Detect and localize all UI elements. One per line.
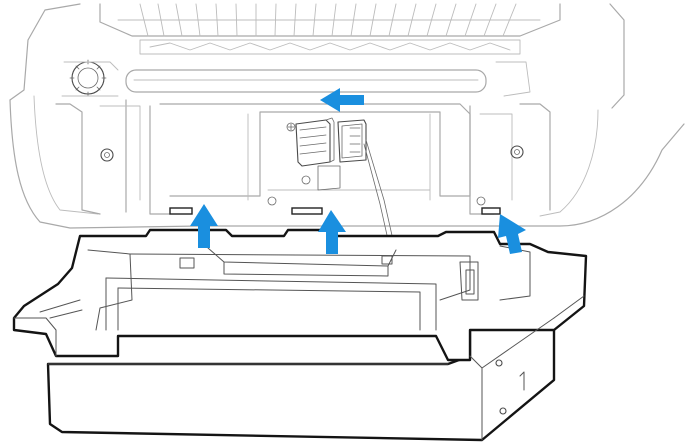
mounting-slot <box>481 207 501 215</box>
arrow-up-icon <box>318 210 346 254</box>
mounting-slot <box>169 207 193 215</box>
connector-right <box>337 119 367 163</box>
printer-body <box>9 3 685 267</box>
gear-icon <box>69 59 107 97</box>
screw-icon <box>100 148 114 162</box>
insert-module <box>12 228 588 442</box>
arrow-left-icon <box>320 88 364 112</box>
cover-ribs <box>139 3 517 37</box>
connector-left <box>286 117 335 167</box>
mounting-slot <box>291 207 323 215</box>
screw-icon <box>510 145 524 159</box>
arrow-up-icon <box>190 204 218 248</box>
arrow-up-icon <box>498 214 526 254</box>
